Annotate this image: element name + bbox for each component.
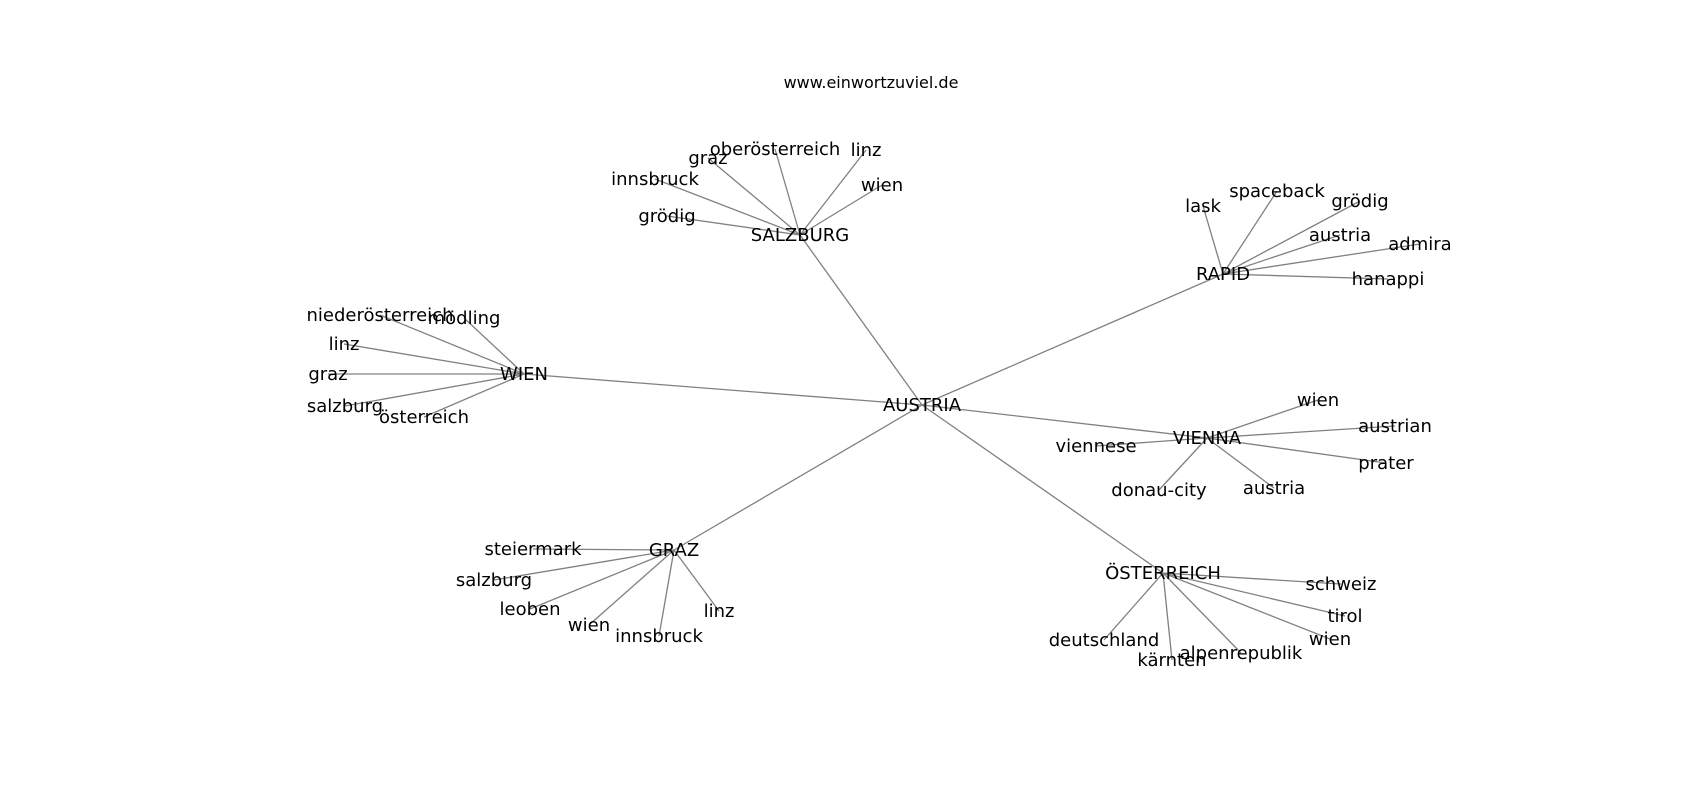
leaf-node-graz-leoben: leoben [500, 599, 561, 620]
edges-layer [328, 148, 1421, 661]
edge-oesterreich-deutschland [1103, 572, 1164, 641]
edge-salzburg-wien [799, 184, 883, 236]
edge-center-salzburg [799, 234, 923, 406]
edge-salzburg-innsbruck [654, 178, 801, 236]
edge-graz-leoben [529, 549, 675, 610]
hub-node-rapid: RAPID [1196, 264, 1250, 285]
leaf-node-vienna-austria: austria [1243, 478, 1305, 499]
leaf-node-wien-oesterreich: österreich [379, 407, 469, 428]
labels-layer: AUSTRIASALZBURGgrödiginnsbruckgrazoberös… [307, 139, 1452, 671]
source-url-label: www.einwortzuviel.de [784, 73, 959, 92]
edge-wien-moedling [463, 317, 525, 375]
edge-wien-linz [343, 343, 525, 375]
edge-graz-wien [588, 549, 675, 626]
edge-salzburg-oberoesterreich [774, 148, 801, 236]
center-node-label: AUSTRIA [883, 395, 962, 416]
leaf-node-wien-graz: graz [308, 364, 347, 385]
leaf-node-rapid-lask: lask [1185, 196, 1221, 217]
leaf-node-wien-linz: linz [329, 334, 360, 355]
edge-oesterreich-schweiz [1162, 572, 1342, 585]
leaf-node-oesterreich-deutschland: deutschland [1049, 630, 1160, 651]
edge-center-vienna [921, 404, 1208, 439]
leaf-node-vienna-viennese: viennese [1055, 436, 1136, 457]
hub-node-wien: WIEN [500, 364, 548, 385]
edge-salzburg-graz [707, 157, 801, 236]
edge-graz-salzburg [493, 549, 675, 581]
leaf-node-salzburg-groedig: grödig [638, 206, 695, 227]
edge-wien-oesterreich [423, 373, 525, 418]
edge-rapid-spaceback [1222, 190, 1278, 275]
edge-salzburg-linz [799, 149, 867, 236]
edge-rapid-austria [1222, 234, 1341, 275]
edge-oesterreich-alpenrepublik [1162, 572, 1242, 654]
edge-center-wien [523, 373, 923, 406]
edge-oesterreich-tirol [1162, 572, 1346, 617]
leaf-node-graz-wien: wien [568, 615, 610, 636]
leaf-node-oesterreich-tirol: tirol [1327, 606, 1362, 627]
leaf-node-salzburg-wien: wien [861, 175, 903, 196]
edge-rapid-lask [1202, 205, 1224, 275]
leaf-node-oesterreich-kaernten: kärnten [1137, 650, 1206, 671]
edge-rapid-hanappi [1222, 273, 1389, 280]
edge-rapid-admira [1222, 243, 1421, 275]
leaf-node-rapid-austria: austria [1309, 225, 1371, 246]
leaf-node-salzburg-oberoesterreich: oberösterreich [710, 139, 841, 160]
leaf-node-salzburg-graz: graz [688, 148, 727, 169]
leaf-node-graz-linz: linz [704, 601, 735, 622]
leaf-node-wien-salzburg: salzburg [307, 396, 383, 417]
hub-node-oesterreich: ÖSTERREICH [1105, 562, 1221, 584]
hub-node-vienna: VIENNA [1173, 428, 1242, 449]
hub-node-salzburg: SALZBURG [751, 225, 849, 246]
leaf-node-graz-innsbruck: innsbruck [615, 626, 703, 647]
leaf-node-rapid-groedig: grödig [1331, 191, 1388, 212]
leaf-node-wien-niederoesterreich: niederösterreich [307, 305, 454, 326]
leaf-node-rapid-spaceback: spaceback [1229, 181, 1325, 202]
leaf-node-oesterreich-wien: wien [1309, 629, 1351, 650]
leaf-node-salzburg-linz: linz [851, 140, 882, 161]
edge-vienna-viennese [1095, 437, 1208, 447]
edge-graz-innsbruck [658, 549, 675, 637]
leaf-node-graz-salzburg: salzburg [456, 570, 532, 591]
edge-wien-niederoesterreich [379, 314, 525, 375]
edge-center-graz [673, 404, 923, 551]
leaf-node-rapid-hanappi: hanappi [1352, 269, 1425, 290]
edge-vienna-prater [1206, 437, 1387, 464]
edge-vienna-donau-city [1158, 437, 1208, 491]
edge-wien-salzburg [344, 373, 525, 407]
leaf-node-vienna-austrian: austrian [1358, 416, 1432, 437]
leaf-node-rapid-admira: admira [1388, 234, 1451, 255]
edge-rapid-groedig [1222, 200, 1361, 275]
edge-graz-steiermark [532, 548, 675, 551]
leaf-node-oesterreich-alpenrepublik: alpenrepublik [1180, 643, 1303, 664]
edge-oesterreich-wien [1162, 572, 1331, 640]
leaf-node-wien-moedling: mödling [428, 308, 501, 329]
leaf-node-vienna-wien: wien [1297, 390, 1339, 411]
edge-vienna-austria [1206, 437, 1275, 489]
edge-vienna-wien [1206, 399, 1319, 439]
edge-salzburg-groedig [666, 215, 801, 236]
edge-graz-linz [673, 549, 720, 612]
hub-node-graz: GRAZ [649, 540, 699, 561]
edge-vienna-austrian [1206, 425, 1396, 439]
leaf-node-graz-steiermark: steiermark [484, 539, 582, 560]
leaf-node-salzburg-innsbruck: innsbruck [611, 169, 699, 190]
edge-center-rapid [921, 273, 1224, 406]
leaf-node-vienna-prater: prater [1358, 453, 1414, 474]
leaf-node-oesterreich-schweiz: schweiz [1306, 574, 1377, 595]
edge-center-oesterreich [921, 404, 1164, 574]
edge-oesterreich-kaernten [1162, 572, 1173, 661]
leaf-node-vienna-donau-city: donau-city [1111, 480, 1207, 501]
